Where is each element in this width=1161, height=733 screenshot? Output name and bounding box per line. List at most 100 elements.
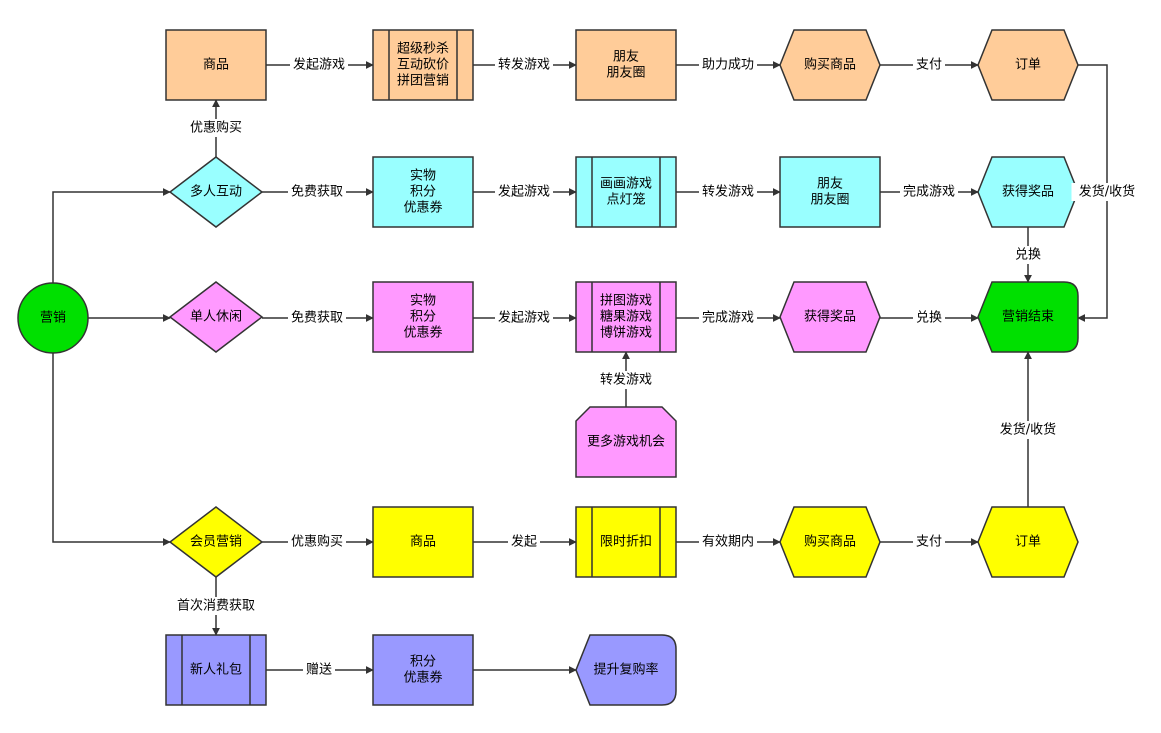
node-label: 拼团营销: [397, 74, 449, 89]
node-single: 单人休闲: [168, 281, 264, 353]
svg-text:转发游戏: 转发游戏: [702, 184, 754, 200]
svg-text:优惠购买: 优惠购买: [291, 534, 343, 550]
edge-label: 转发游戏: [495, 56, 553, 74]
svg-text:发起游戏: 发起游戏: [498, 184, 550, 200]
node-label: 互动砍价: [397, 58, 449, 73]
node-label: 画画游戏: [600, 177, 652, 192]
edge-start-member: [52, 353, 171, 546]
node-member: 会员营销: [168, 506, 264, 578]
node-label: 优惠券: [403, 670, 442, 686]
edge-label: 转发游戏: [699, 183, 757, 201]
node-label: 实物: [410, 294, 436, 309]
svg-text:转发游戏: 转发游戏: [600, 372, 652, 388]
svg-text:发起游戏: 发起游戏: [498, 310, 550, 326]
node-label: 积分: [410, 655, 436, 670]
node-label: 购买商品: [804, 534, 856, 550]
node-label: 商品: [410, 535, 436, 550]
edge-label: 优惠购买: [187, 119, 245, 137]
node-label: 博饼游戏: [600, 326, 652, 341]
svg-text:有效期内: 有效期内: [702, 534, 754, 550]
svg-text:免费获取: 免费获取: [291, 311, 343, 326]
node-label: 单人休闲: [190, 310, 242, 325]
node-gift: 新人礼包: [165, 634, 267, 706]
edge-label: 免费获取: [288, 309, 346, 327]
svg-text:赠送: 赠送: [306, 663, 332, 678]
svg-text:支付: 支付: [916, 535, 942, 550]
node-r2-prize: 获得奖品: [977, 156, 1079, 228]
node-label: 订单: [1015, 58, 1041, 73]
svg-text:发货/收货: 发货/收货: [1079, 184, 1135, 200]
node-r4-buy: 购买商品: [779, 506, 881, 578]
node-label: 营销结束: [1002, 310, 1054, 325]
node-label: 获得奖品: [1002, 184, 1054, 200]
node-label: 限时折扣: [600, 535, 652, 550]
node-label: 获得奖品: [804, 309, 856, 325]
edge-label: 发起游戏: [290, 56, 348, 74]
svg-text:发起: 发起: [511, 534, 537, 550]
node-r4-product: 商品: [372, 506, 474, 578]
edge-label: 助力成功: [699, 56, 757, 74]
node-label: 优惠券: [403, 325, 442, 341]
edge-label: 兑换: [1012, 246, 1044, 264]
node-label: 优惠券: [403, 200, 442, 216]
svg-text:兑换: 兑换: [1015, 248, 1041, 263]
node-label: 订单: [1015, 535, 1041, 550]
svg-text:免费获取: 免费获取: [291, 185, 343, 200]
edge-label: 有效期内: [699, 533, 757, 551]
edge-label: 发货/收货: [1071, 183, 1143, 201]
node-label: 超级秒杀: [397, 42, 449, 57]
svg-text:发货/收货: 发货/收货: [1000, 422, 1056, 438]
svg-text:首次消费获取: 首次消费获取: [177, 598, 255, 614]
node-label: 积分: [410, 310, 436, 325]
node-label: 拼图游戏: [600, 294, 652, 309]
node-more: 更多游戏机会: [575, 406, 677, 478]
node-label: 朋友圈: [810, 192, 849, 208]
svg-text:助力成功: 助力成功: [702, 58, 754, 73]
node-r4-order: 订单: [977, 506, 1079, 578]
node-label: 糖果游戏: [600, 309, 652, 325]
node-start: 营销: [17, 282, 89, 354]
edge-label: 发起: [508, 533, 540, 551]
svg-text:支付: 支付: [916, 58, 942, 73]
svg-text:完成游戏: 完成游戏: [903, 185, 955, 200]
node-label: 营销: [40, 311, 66, 326]
edge-label: 兑换: [913, 309, 945, 327]
node-label: 新人礼包: [190, 662, 242, 678]
edge-label: 发货/收货: [992, 421, 1064, 439]
edge-label: 赠送: [303, 661, 335, 679]
node-label: 点灯笼: [606, 192, 645, 208]
edge-label: 发起游戏: [495, 309, 553, 327]
node-label: 商品: [203, 58, 229, 73]
edge-label: 完成游戏: [699, 309, 757, 327]
edge-label: 完成游戏: [900, 183, 958, 201]
edge-label: 免费获取: [288, 183, 346, 201]
node-label: 购买商品: [804, 57, 856, 73]
node-label: 积分: [410, 185, 436, 200]
node-r1-product: 商品: [165, 29, 267, 101]
node-r1-buy: 购买商品: [779, 29, 881, 101]
edge-label: 发起游戏: [495, 183, 553, 201]
node-label: 朋友: [817, 176, 843, 192]
node-label: 朋友: [613, 49, 639, 65]
node-label: 多人互动: [190, 184, 242, 200]
node-r4-discount: 限时折扣: [575, 506, 677, 578]
edge-label: 支付: [913, 533, 945, 551]
svg-text:优惠购买: 优惠购买: [190, 120, 242, 136]
edge-label: 支付: [913, 56, 945, 74]
svg-text:兑换: 兑换: [916, 311, 942, 326]
node-label: 实物: [410, 169, 436, 184]
node-r1-order: 订单: [977, 29, 1079, 101]
node-label: 更多游戏机会: [587, 434, 665, 450]
node-label: 提升复购率: [593, 662, 658, 678]
svg-text:发起游戏: 发起游戏: [293, 57, 345, 73]
svg-text:转发游戏: 转发游戏: [498, 57, 550, 73]
edge-label: 首次消费获取: [174, 597, 258, 615]
